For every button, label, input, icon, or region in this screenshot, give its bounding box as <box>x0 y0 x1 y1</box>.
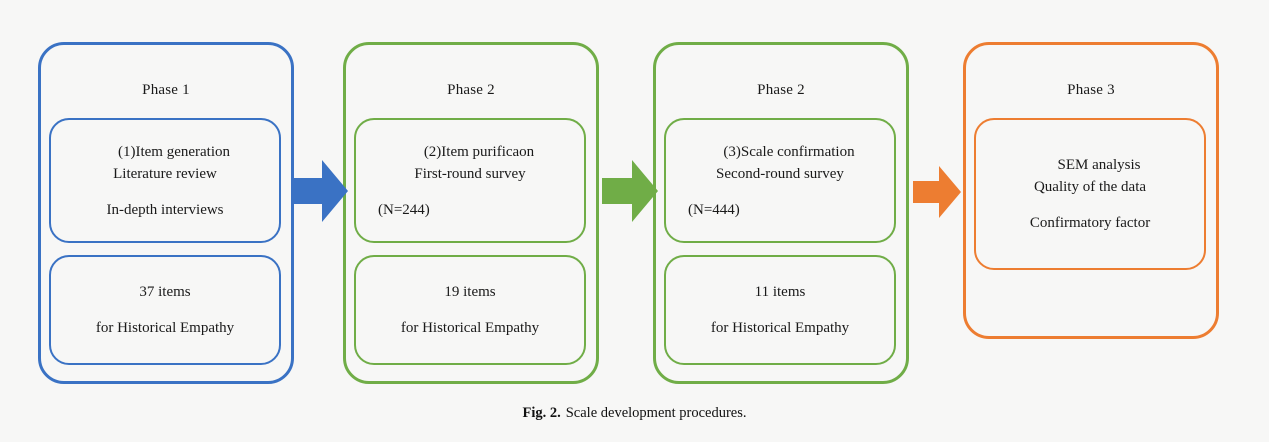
inner-box-items-count-37: 37 items for Historical Empathy <box>49 255 281 365</box>
inner-box-item-purification: (2)Item purificaon First-round survey (N… <box>354 118 586 243</box>
text-line: SEM analysis <box>1057 157 1141 173</box>
inner-box-item-generation: (1)Item generation Literature review In-… <box>49 118 281 243</box>
figure-caption-text: Scale development procedures. <box>565 405 747 421</box>
phase-label-1: Phase 1 <box>142 82 190 98</box>
phase-label-4: Phase 3 <box>1067 82 1115 98</box>
text-line: Literature review <box>113 165 217 182</box>
inner-box-text: 19 items for Historical Empathy <box>356 281 584 339</box>
text-line: for Historical Empathy <box>710 320 850 336</box>
text-line: 11 items <box>754 284 806 300</box>
text-line: (1)Item generation <box>117 143 231 160</box>
inner-box-text: (2)Item purificaon First-round survey (N… <box>356 141 584 221</box>
text-line: Second-round survey <box>716 165 844 182</box>
phase-label-2: Phase 2 <box>447 82 495 98</box>
text-line-spacer <box>51 303 279 317</box>
text-line-spacer <box>356 185 584 199</box>
inner-box-text: 37 items for Historical Empathy <box>51 281 279 339</box>
text-line-spacer <box>356 303 584 317</box>
inner-box-sem-analysis: SEM analysis Quality of the data Confirm… <box>974 118 1206 270</box>
arrow-phase2-to-phase2b-icon <box>602 160 658 222</box>
text-line: for Historical Empathy <box>400 320 540 336</box>
phase-label-3: Phase 2 <box>757 82 805 98</box>
text-line-spacer <box>976 198 1204 212</box>
phase-column-4: Phase 3 SEM analysis Quality of the data… <box>963 42 1219 339</box>
text-line: (N=244) <box>378 201 430 218</box>
text-line: (2)Item purificaon <box>423 143 535 160</box>
phase-column-1: Phase 1 (1)Item generation Literature re… <box>38 42 294 384</box>
text-line-spacer <box>51 185 279 199</box>
text-line: Confirmatory factor <box>1029 215 1151 231</box>
inner-box-text: (3)Scale confirmation Second-round surve… <box>666 141 894 221</box>
text-line: 19 items <box>444 284 496 300</box>
text-line: (N=444) <box>688 201 740 218</box>
inner-box-items-count-19: 19 items for Historical Empathy <box>354 255 586 365</box>
phase-column-2: Phase 2 (2)Item purificaon First-round s… <box>343 42 599 384</box>
arrow-phase1-to-phase2-icon <box>292 160 348 222</box>
text-line: First-round survey <box>414 165 526 182</box>
text-line: 37 items <box>139 284 191 300</box>
text-line: for Historical Empathy <box>95 320 235 336</box>
text-line-spacer <box>666 303 894 317</box>
figure-caption: Fig. 2.Scale development procedures. <box>0 403 1269 423</box>
text-line: Quality of the data <box>1033 179 1147 195</box>
text-line-spacer <box>666 185 894 199</box>
figure-caption-label: Fig. 2. <box>522 405 561 421</box>
inner-box-items-count-11: 11 items for Historical Empathy <box>664 255 896 365</box>
inner-box-scale-confirmation: (3)Scale confirmation Second-round surve… <box>664 118 896 243</box>
text-line: (3)Scale confirmation <box>723 143 855 160</box>
inner-box-text: (1)Item generation Literature review In-… <box>51 141 279 221</box>
arrow-phase2b-to-phase3-icon <box>913 166 961 218</box>
text-line: In-depth interviews <box>106 201 224 218</box>
phase-column-3: Phase 2 (3)Scale confirmation Second-rou… <box>653 42 909 384</box>
inner-box-text: 11 items for Historical Empathy <box>666 281 894 339</box>
inner-box-text: SEM analysis Quality of the data Confirm… <box>976 154 1204 234</box>
